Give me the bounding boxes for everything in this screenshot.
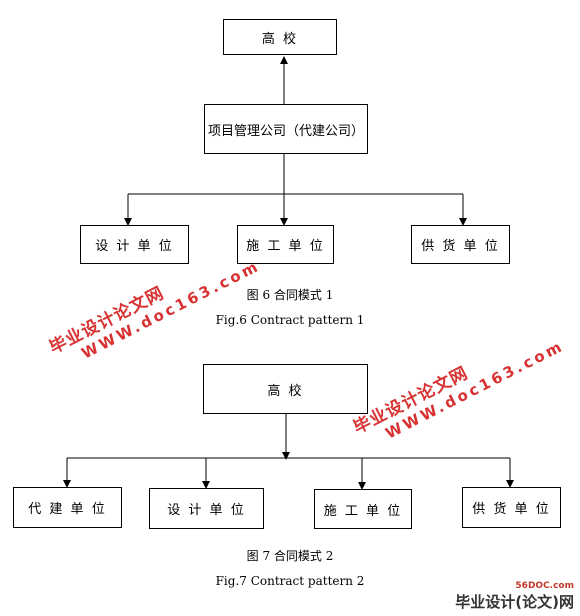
d1-child-box-1: 设 计 单 位 [80,225,189,264]
d1-child-label-3: 供 货 单 位 [421,239,500,254]
d1-top-box: 高 校 [223,19,337,55]
d1-child-box-2: 施 工 单 位 [237,225,334,264]
d2-child-label-2: 设 计 单 位 [167,503,246,518]
d1-middle-label: 项目管理公司（代建公司） [207,123,364,139]
d1-top-label: 高 校 [261,31,299,47]
d1-caption-en: Fig.6 Contract pattern 1 [215,313,365,327]
d2-child-box-2: 设 计 单 位 [149,488,264,529]
d2-child-box-1: 代 建 单 位 [13,487,122,528]
corner-logo: 56DOC.com 毕业设计(论文)网 [455,581,574,612]
d1-child-box-3: 供 货 单 位 [411,225,510,264]
d1-caption-cn: 图 6 合同模式 1 [246,288,334,302]
d2-child-label-4: 供 货 单 位 [472,502,551,517]
d2-child-label-1: 代 建 单 位 [28,502,107,517]
d2-child-box-3: 施 工 单 位 [314,489,412,529]
d2-child-box-4: 供 货 单 位 [462,487,561,528]
d2-caption-en: Fig.7 Contract pattern 2 [215,574,365,588]
d2-caption-cn: 图 7 合同模式 2 [246,549,334,563]
d2-top-label: 高 校 [267,383,304,399]
d1-middle-box: 项目管理公司（代建公司） [204,104,368,154]
d1-child-label-1: 设 计 单 位 [95,239,174,254]
corner-logo-text: 毕业设计(论文)网 [455,593,574,611]
d2-top-box: 高 校 [203,364,368,414]
d1-child-label-2: 施 工 单 位 [246,239,325,254]
d2-child-label-3: 施 工 单 位 [323,503,403,519]
corner-logo-site: 56DOC.com [515,581,574,591]
